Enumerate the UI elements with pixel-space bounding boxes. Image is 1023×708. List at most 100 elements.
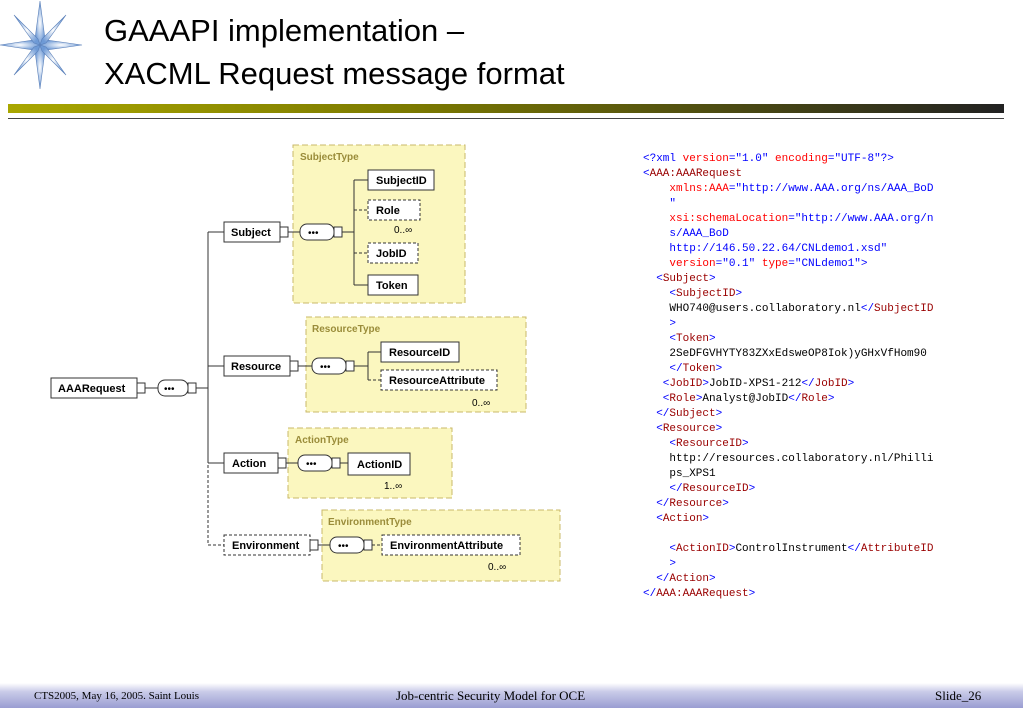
code-line: <Resource> xyxy=(643,422,1003,437)
code-line: <Subject> xyxy=(643,272,1003,287)
code-line: xmlns:AAA="http://www.AAA.org/ns/AAA_BoD xyxy=(643,182,1003,197)
code-token: </ xyxy=(643,588,657,600)
code-line: </Resource> xyxy=(643,497,1003,512)
actionid-label: ActionID xyxy=(357,459,402,471)
environmentattribute-cardinality: 0..∞ xyxy=(488,562,506,573)
code-token: Role xyxy=(801,393,828,405)
environmentattribute-label: EnvironmentAttribute xyxy=(390,540,503,552)
code-line: s/AAA_BoD xyxy=(643,227,1003,242)
code-token: ="http://www.AAA.org/ns/AAA_BoD xyxy=(728,183,934,195)
code-token: > xyxy=(709,273,716,285)
code-token: > xyxy=(748,483,756,495)
code-token xyxy=(643,528,650,540)
code-token: </ xyxy=(643,408,670,420)
resourceattribute-label: ResourceAttribute xyxy=(389,375,485,387)
code-line: <ActionID>ControlInstrument</AttributeID xyxy=(643,542,1003,557)
code-token: < xyxy=(643,168,650,180)
code-token: > xyxy=(643,558,677,570)
resourceid-node xyxy=(380,341,460,363)
code-token: AAA:AAARequest xyxy=(656,588,749,600)
code-token: ="CNLdemo1"> xyxy=(788,258,868,270)
code-token: ResourceID xyxy=(676,438,743,450)
code-token: Subject xyxy=(662,273,710,285)
actiontype-label: ActionType xyxy=(295,435,349,446)
code-token: JobID xyxy=(814,378,848,390)
code-token: ="1.0" xyxy=(728,153,776,165)
code-line: " xyxy=(643,197,1003,212)
code-line: WHO740@users.collaboratory.nl</SubjectID xyxy=(643,302,1003,317)
code-token: </ xyxy=(801,378,815,390)
code-token: Role xyxy=(669,393,696,405)
role-cardinality: 0..∞ xyxy=(394,225,412,236)
code-token: < xyxy=(643,543,677,555)
code-token: Subject xyxy=(669,408,716,420)
code-token: ps_XPS1 xyxy=(643,468,716,480)
code-line: </Action> xyxy=(643,572,1003,587)
code-token: < xyxy=(643,288,677,300)
footer-slide-number: Slide_26 xyxy=(935,688,982,703)
resource-label: Resource xyxy=(231,361,281,373)
code-line: </ResourceID> xyxy=(643,482,1003,497)
environment-label: Environment xyxy=(232,540,300,552)
code-token: xsi:schemaLocation xyxy=(643,213,789,225)
code-token: Action xyxy=(662,513,703,525)
resourceattribute-node xyxy=(380,369,498,391)
subjectid-label: SubjectID xyxy=(376,175,427,187)
code-token: > xyxy=(722,498,729,510)
code-line: </Subject> xyxy=(643,407,1003,422)
code-token: > xyxy=(695,393,703,405)
code-token: </ xyxy=(643,483,683,495)
environmentattribute-node xyxy=(381,534,521,556)
code-token: ControlInstrument xyxy=(735,543,848,555)
aaarequest-label: AAARequest xyxy=(58,383,126,395)
code-token: http://resources.collaboratory.nl/Philli xyxy=(643,453,934,465)
slide-title-line2: XACML Request message format xyxy=(104,56,565,91)
code-token: < xyxy=(643,393,670,405)
code-token: > xyxy=(709,333,716,345)
code-token: JobID xyxy=(669,378,703,390)
code-token: Resource xyxy=(662,423,716,435)
code-token: </ xyxy=(643,498,670,510)
code-token: <?xml xyxy=(643,153,683,165)
code-line: http://146.50.22.64/CNLdemo1.xsd" xyxy=(643,242,1003,257)
code-token: > xyxy=(702,378,710,390)
svg-text:•••: ••• xyxy=(338,541,349,552)
code-line xyxy=(643,527,1003,542)
code-token: version xyxy=(643,258,716,270)
resourcetype-label: ResourceType xyxy=(312,324,381,335)
svg-text:•••: ••• xyxy=(308,228,319,239)
code-token: xmlns:AAA xyxy=(643,183,729,195)
code-line: </AAA:AAARequest> xyxy=(643,587,1003,602)
code-token: > xyxy=(742,438,749,450)
code-line: http://resources.collaboratory.nl/Philli xyxy=(643,452,1003,467)
code-token: AttributeID xyxy=(860,543,934,555)
code-line: ps_XPS1 xyxy=(643,467,1003,482)
resourceattribute-cardinality: 0..∞ xyxy=(472,398,490,409)
code-token: > xyxy=(748,588,756,600)
action-label: Action xyxy=(232,458,267,470)
code-line: <ResourceID> xyxy=(643,437,1003,452)
subjectid-node xyxy=(367,169,435,191)
code-token: Action xyxy=(669,573,710,585)
role-label: Role xyxy=(376,205,400,217)
code-token: Token xyxy=(676,333,710,345)
footer-conference: CTS2005, May 16, 2005. Saint Louis xyxy=(34,690,200,702)
subject-label: Subject xyxy=(231,227,271,239)
code-token: < xyxy=(643,438,677,450)
code-token: > xyxy=(715,408,723,420)
code-token: ="http://www.AAA.org/n xyxy=(788,213,934,225)
code-line: <JobID>JobID-XPS1-212</JobID> xyxy=(643,377,1003,392)
code-line: <Role>Analyst@JobID</Role> xyxy=(643,392,1003,407)
jobid-node xyxy=(367,242,419,264)
token-label: Token xyxy=(376,280,408,292)
code-token: < xyxy=(643,378,670,390)
code-token: version xyxy=(682,153,729,165)
code-token: < xyxy=(643,423,663,435)
code-token: < xyxy=(643,273,663,285)
code-token: ="0.1" xyxy=(715,258,762,270)
jobid-label: JobID xyxy=(376,248,407,260)
code-token: encoding xyxy=(775,153,828,165)
token-node xyxy=(367,274,419,296)
code-token: WHO740@users.collaboratory.nl xyxy=(643,303,861,315)
role-node xyxy=(367,199,421,221)
